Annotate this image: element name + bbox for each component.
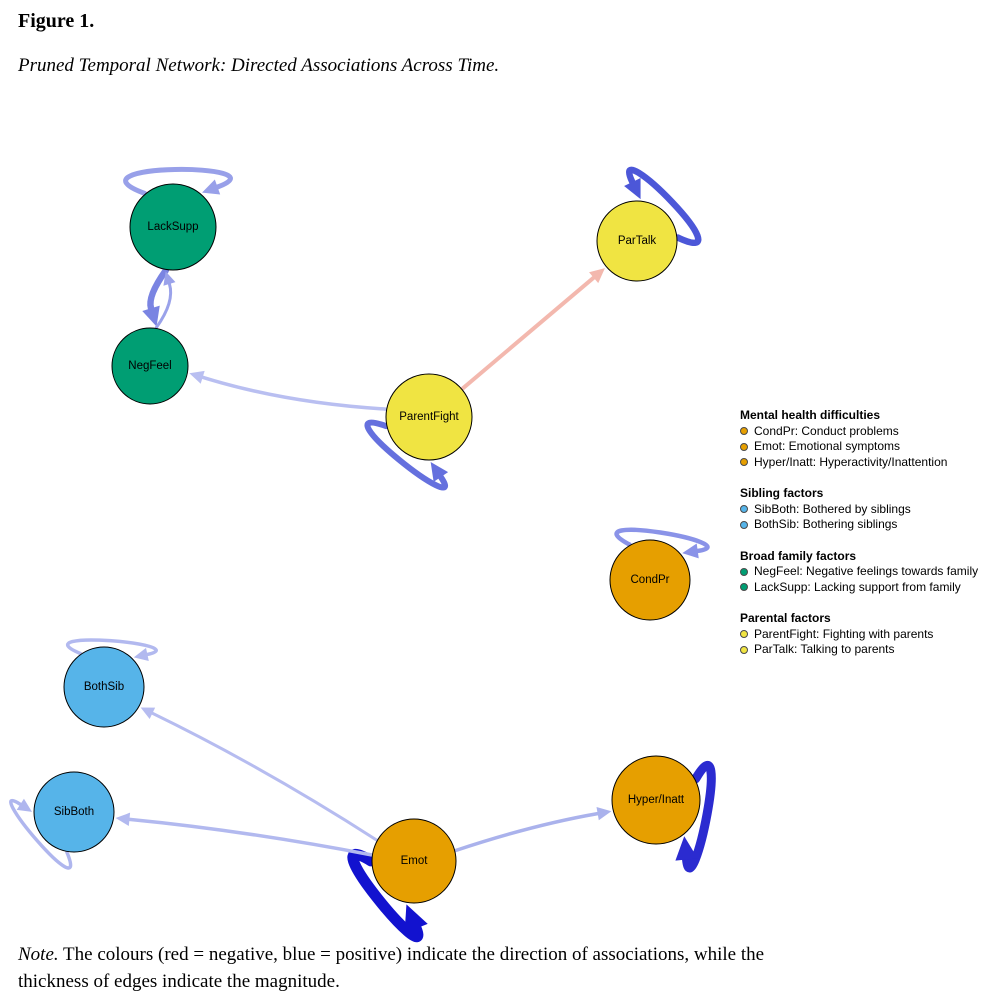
note-text-1: The colours (red = negative, blue = posi…: [58, 944, 765, 965]
edge: [147, 267, 170, 312]
legend-item: ParentFight: Fighting with parents: [740, 627, 990, 643]
legend-dot-icon: [740, 630, 748, 639]
edge: [682, 760, 716, 873]
legend-item-label: ParTalk: Talking to parents: [754, 642, 895, 656]
edge: [460, 275, 596, 391]
node-label-HyperInatt: Hyper/Inatt: [628, 794, 685, 806]
legend-item-label: NegFeel: Negative feelings towards famil…: [754, 564, 979, 578]
node-CondPr: [609, 539, 691, 621]
node-BothSib: [63, 646, 145, 728]
legend-item-label: Emot: Emotional symptoms: [754, 439, 901, 453]
edge-arrowhead: [675, 836, 698, 861]
edge: [66, 638, 158, 657]
edge-arrowhead: [201, 179, 221, 195]
legend-item: ParTalk: Talking to parents: [740, 642, 990, 658]
legend-item: NegFeel: Negative feelings towards famil…: [740, 564, 990, 580]
edge-arrowhead: [142, 305, 160, 327]
note-line-1: Note. The colours (red = negative, blue …: [18, 941, 918, 968]
edge-arrowhead: [624, 178, 641, 200]
edge: [123, 166, 233, 196]
edge-arrowhead: [430, 461, 449, 482]
legend-dot-icon: [740, 567, 748, 576]
edge: [347, 849, 424, 943]
edge: [614, 527, 710, 554]
figure-caption: Pruned Temporal Network: Directed Associ…: [18, 55, 500, 76]
legend-item: Emot: Emotional symptoms: [740, 439, 990, 455]
legend-group-title: Broad family factors: [740, 548, 857, 563]
edge-arrowhead: [16, 798, 33, 812]
node-ParTalk: [596, 200, 678, 282]
edge: [200, 375, 388, 411]
legend-group-title: Parental factors: [740, 611, 831, 625]
node-label-BothSib: BothSib: [84, 681, 124, 693]
figure-label: Figure 1.: [18, 10, 95, 32]
node-Emot: [371, 818, 457, 904]
node-label-ParTalk: ParTalk: [618, 235, 657, 247]
note-prefix: Note.: [18, 944, 59, 965]
node-LackSupp: [129, 183, 217, 271]
legend-item: BothSib: Bothering siblings: [740, 517, 990, 533]
edge-arrowhead: [189, 370, 205, 384]
edge-arrowhead: [133, 647, 149, 662]
edge-arrowhead: [115, 812, 131, 827]
node-label-LackSupp: LackSupp: [147, 221, 198, 233]
legend-item-label: SibBoth: Bothered by siblings: [754, 501, 911, 516]
note-text-2: thickness of edges indicate the magnitud…: [18, 971, 340, 992]
edge-arrowhead: [596, 807, 612, 821]
figure-note: Note. The colours (red = negative, blue …: [18, 941, 918, 995]
edge-arrowhead: [589, 268, 605, 284]
edge-arrowhead: [404, 904, 428, 934]
node-label-NegFeel: NegFeel: [128, 360, 171, 372]
legend-item: LackSupp: Lacking support from family: [740, 580, 990, 596]
legend-dot-icon: [740, 442, 748, 451]
legend-item-label: Hyper/Inatt: Hyperactivity/Inattention: [754, 454, 948, 469]
legend-item: Hyper/Inatt: Hyperactivity/Inattention: [740, 455, 990, 471]
legend-dot-icon: [740, 505, 748, 514]
edge: [150, 711, 379, 842]
edge: [453, 811, 600, 853]
node-label-Emot: Emot: [401, 855, 429, 867]
legend-dot-icon: [740, 645, 748, 654]
legend-group-title: Mental health difficulties: [740, 408, 881, 422]
legend-group-title: Sibling factors: [740, 486, 824, 500]
edge: [127, 817, 374, 857]
node-HyperInatt: [611, 755, 701, 845]
node-NegFeel: [111, 327, 189, 405]
edge: [364, 419, 449, 491]
node-label-CondPr: CondPr: [631, 574, 670, 586]
edge-arrowhead: [140, 707, 156, 719]
legend-dot-icon: [740, 458, 748, 467]
legend-dot-icon: [740, 583, 748, 592]
node-SibBoth: [33, 771, 115, 853]
edge: [626, 166, 702, 246]
legend-item-label: ParentFight: Fighting with parents: [754, 626, 934, 641]
edge-arrowhead: [682, 543, 699, 559]
node-ParentFight: [385, 373, 473, 461]
legend-item-label: CondPr: Conduct problems: [754, 423, 899, 438]
legend-item-label: LackSupp: Lacking support from family: [754, 579, 961, 594]
edge: [9, 798, 73, 870]
legend-dot-icon: [740, 427, 748, 436]
legend-item: SibBoth: Bothered by siblings: [740, 502, 990, 518]
legend-dot-icon: [740, 520, 748, 529]
legend-item-label: BothSib: Bothering siblings: [754, 517, 898, 531]
legend-item: CondPr: Conduct problems: [740, 424, 990, 440]
edge-arrowhead: [163, 271, 176, 286]
node-label-ParentFight: ParentFight: [399, 411, 459, 423]
edge: [154, 282, 173, 330]
node-label-SibBoth: SibBoth: [54, 806, 94, 818]
